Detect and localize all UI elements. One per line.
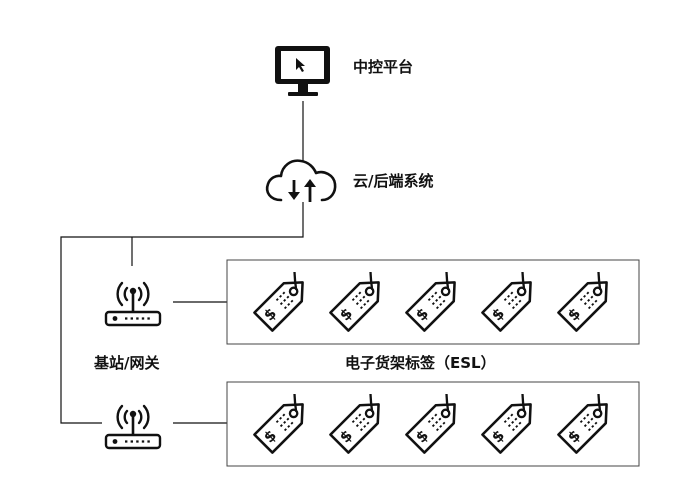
cloud-label: 云/后端系统: [353, 172, 434, 190]
gateway-label: 基站/网关: [94, 354, 160, 372]
connector-lines: [60, 101, 304, 424]
esl-group-box: [226, 259, 640, 345]
esl-group-box: [226, 381, 640, 467]
price-tag-dollar-icon: [329, 272, 389, 332]
price-tag-dollar-icon: [405, 394, 465, 454]
price-tag-dollar-icon: [481, 272, 541, 332]
price-tag-dollar-icon: [329, 394, 389, 454]
monitor-cursor-icon: [275, 46, 330, 96]
platform-label: 中控平台: [353, 58, 414, 76]
price-tag-dollar-icon: [253, 394, 313, 454]
price-tag-dollar-icon: [557, 272, 617, 332]
price-tag-dollar-icon: [557, 394, 617, 454]
esl-label: 电子货架标签（ESL）: [345, 354, 496, 372]
price-tag-dollar-icon: [405, 272, 465, 332]
price-tag-dollar-icon: [481, 394, 541, 454]
wifi-router-icon: [104, 404, 162, 450]
price-tag-dollar-icon: [253, 272, 313, 332]
wifi-router-icon: [104, 281, 162, 327]
cloud-sync-icon: [265, 159, 337, 202]
